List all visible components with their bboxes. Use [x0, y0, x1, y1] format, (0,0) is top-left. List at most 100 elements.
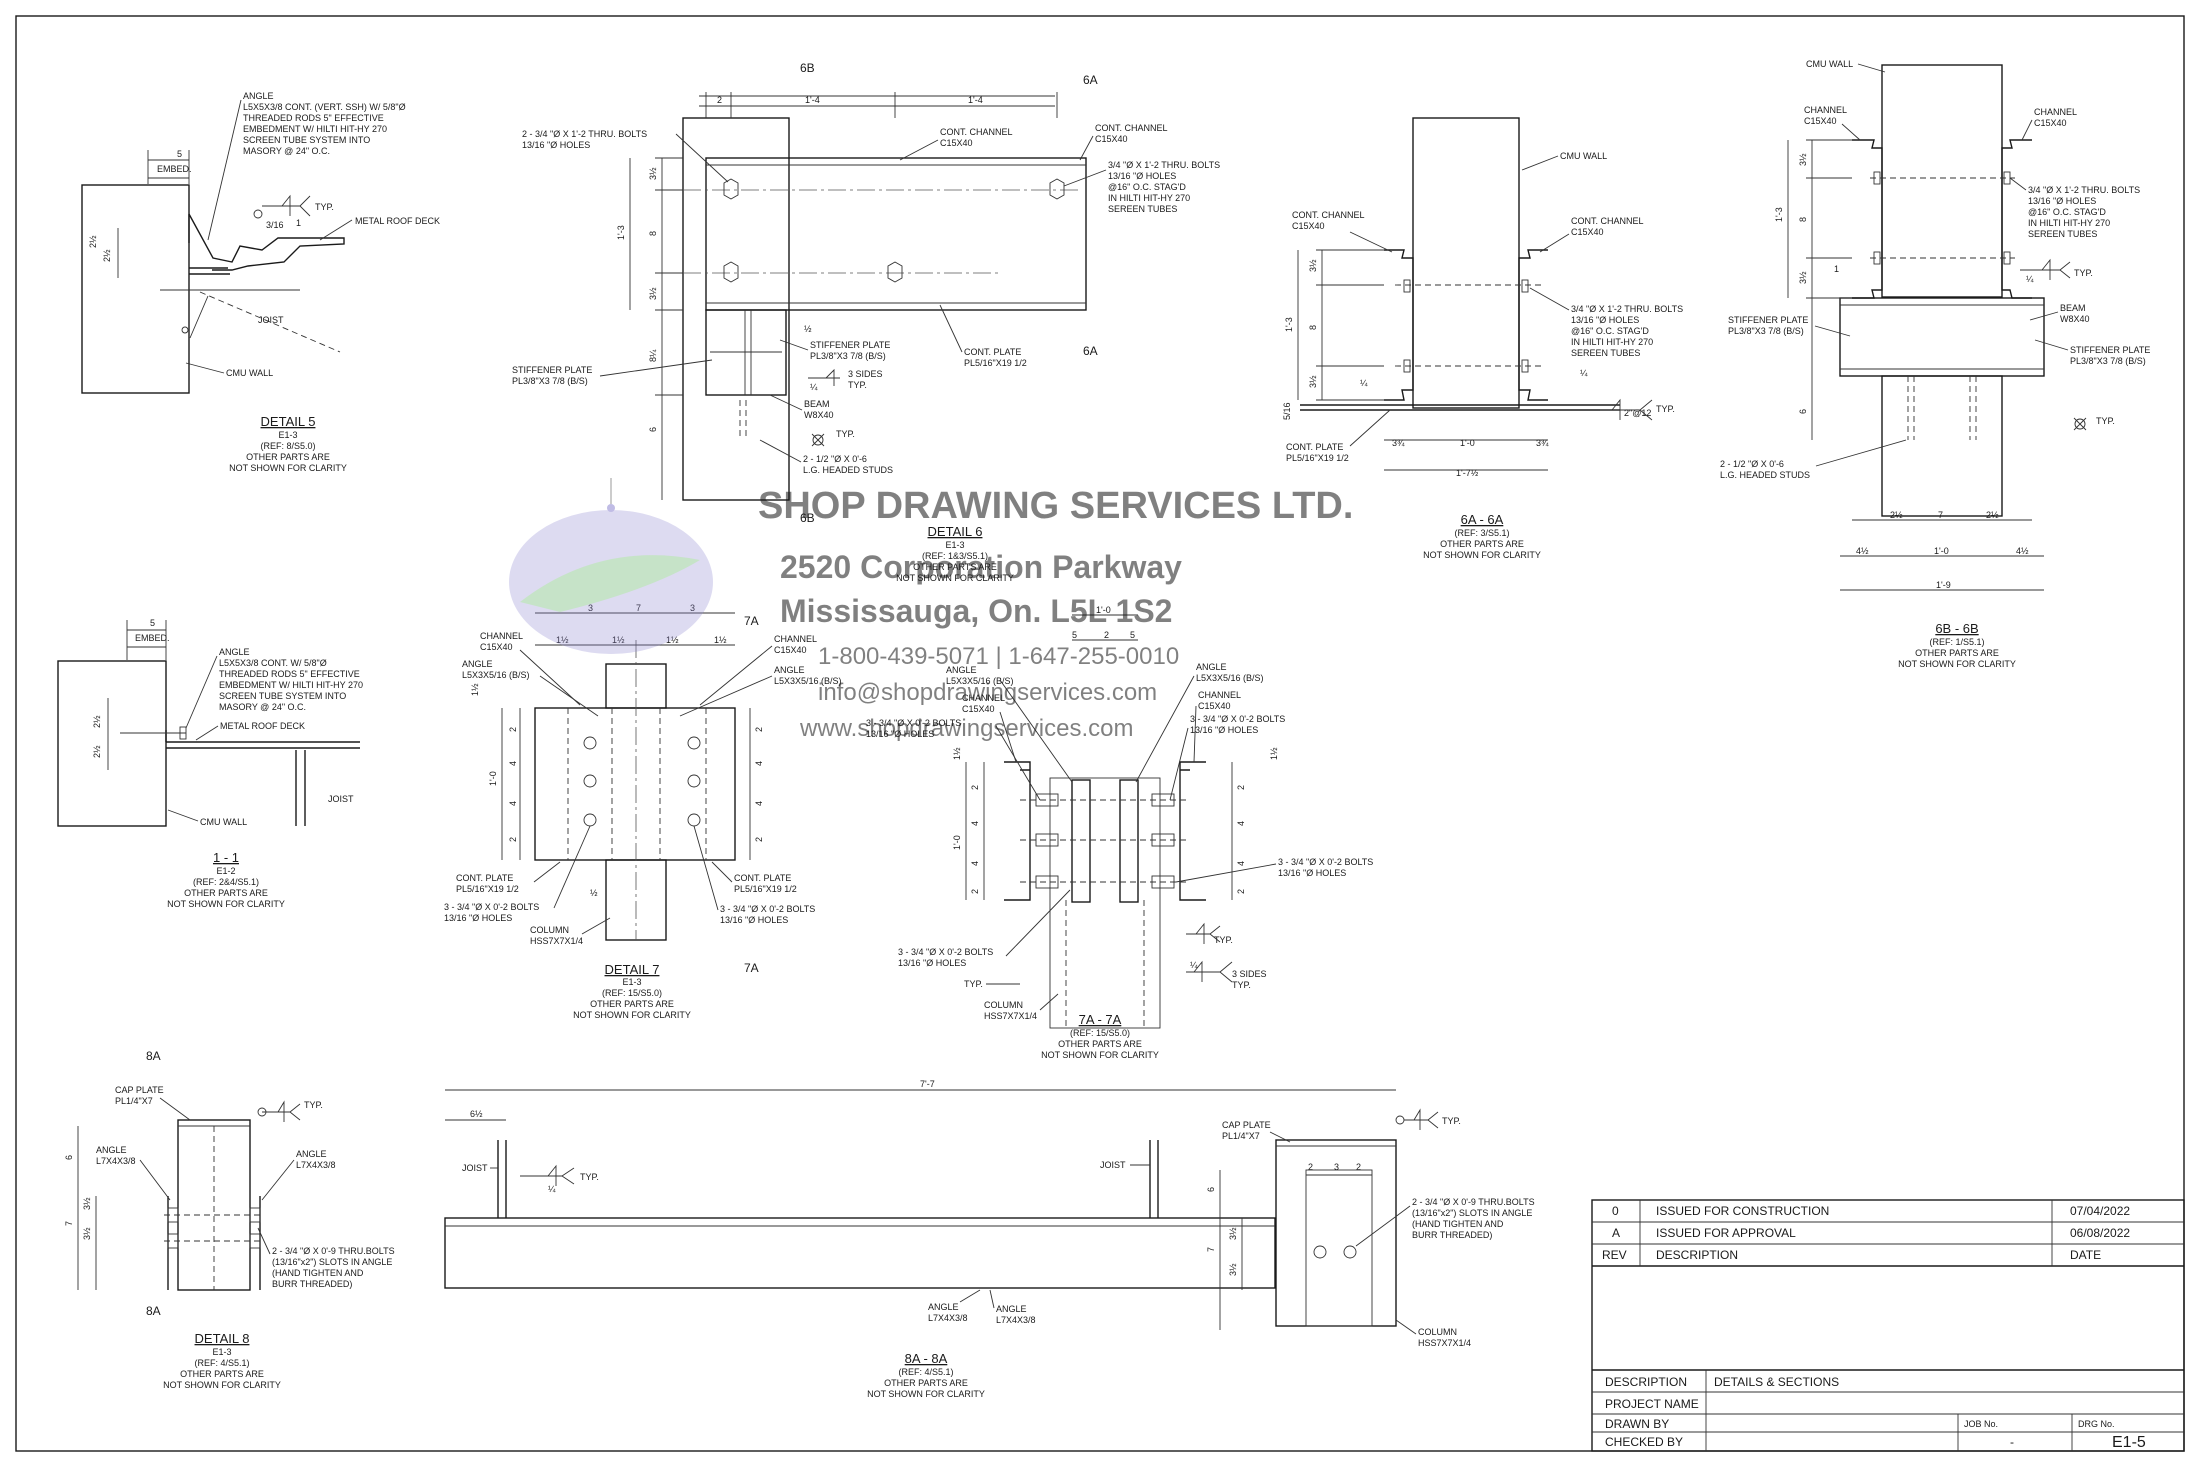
svg-text:TYP.: TYP.	[304, 1100, 323, 1110]
svg-text:ANGLE L7X4X3/8: ANGLE L7X4X3/8	[296, 1149, 336, 1170]
svg-text:3½: 3½	[648, 287, 658, 300]
svg-text:BEAM W8X40: BEAM W8X40	[2060, 303, 2090, 324]
svg-text:3 - 3/4 "Ø X 0'-2 BOLTS: 3 - 3/4 "Ø X 0'-2 BOLTS 13/16 "Ø HOLES	[898, 947, 996, 968]
svg-text:6½: 6½	[470, 1109, 483, 1119]
svg-text:1'-3: 1'-3	[616, 225, 626, 240]
label-cmu-wall: CMU WALL	[226, 368, 273, 378]
svg-text:8A: 8A	[146, 1049, 161, 1063]
rev-a-desc: ISSUED FOR APPROVAL	[1656, 1226, 1796, 1240]
svg-text:OTHER PARTS ARE: OTHER PARTS ARE	[180, 1369, 264, 1379]
svg-text:1½: 1½	[470, 683, 480, 696]
svg-text:CMU WALL: CMU WALL	[1560, 151, 1607, 161]
svg-text:CHANNEL C15X40: CHANNEL C15X40	[774, 634, 819, 655]
svg-text:E1-2: E1-2	[216, 866, 235, 876]
svg-text:5/16: 5/16	[1282, 402, 1292, 420]
svg-text:1½: 1½	[556, 635, 569, 645]
svg-text:1'-3: 1'-3	[1284, 317, 1294, 332]
section-7a-title: 7A - 7A	[1079, 1012, 1122, 1027]
svg-text:(REF: 15/S5.0): (REF: 15/S5.0)	[602, 988, 662, 998]
title-block: 0 ISSUED FOR CONSTRUCTION 07/04/2022 A I…	[1591, 1199, 2185, 1452]
watermark-email: info@shopdrawingservices.com	[818, 679, 1157, 706]
svg-text:JOIST: JOIST	[328, 794, 354, 804]
svg-text:DATE: DATE	[2070, 1248, 2101, 1262]
svg-text:TYP.: TYP.	[836, 429, 855, 439]
svg-text:1'-7½: 1'-7½	[1456, 468, 1479, 478]
svg-text:2 - 1/2 "Ø X 0'-6 L.G. H: 2 - 1/2 "Ø X 0'-6 L.G. HEADED STUDS	[803, 454, 893, 475]
svg-text:¼: ¼	[2026, 274, 2034, 284]
svg-text:JOIST: JOIST	[1100, 1160, 1126, 1170]
svg-text:2: 2	[970, 785, 980, 790]
svg-text:3½: 3½	[1308, 259, 1318, 272]
svg-text:CHANNEL C15X40: CHANNEL C15X40	[1198, 690, 1243, 711]
svg-text:7: 7	[1938, 510, 1943, 520]
svg-text:TYP.: TYP.	[1656, 404, 1675, 414]
drawing-number: E1-5	[2112, 1434, 2146, 1451]
watermark-company: SHOP DRAWING SERVICES LTD.	[758, 485, 1353, 527]
svg-text:STIFFENER PLATE PL3/8"X3: STIFFENER PLATE PL3/8"X3 7/8 (B/S)	[810, 340, 893, 361]
svg-text:3 - 3/4 "Ø X 0'-2 BOLTS: 3 - 3/4 "Ø X 0'-2 BOLTS 13/16 "Ø HOLES	[866, 718, 964, 739]
svg-text:½: ½	[804, 324, 812, 334]
svg-text:TYP.: TYP.	[315, 202, 334, 212]
svg-text:STIFFENER PLATE PL3/8"X3: STIFFENER PLATE PL3/8"X3 7/8 (B/S)	[512, 365, 595, 386]
svg-text:2 - 3/4 "Ø X 0'-9 THRU.BOLTS: 2 - 3/4 "Ø X 0'-9 THRU.BOLTS (13/16"x2")…	[272, 1246, 397, 1289]
label-metal-roof-deck: METAL ROOF DECK	[355, 216, 440, 226]
svg-text:DESCRIPTION: DESCRIPTION	[1656, 1248, 1738, 1262]
svg-text:REV: REV	[1602, 1248, 1627, 1262]
dim-2-1-2b: 2½	[102, 249, 112, 262]
detail-7-title: DETAIL 7	[605, 962, 660, 977]
svg-text:OTHER PARTS ARE: OTHER PARTS ARE	[590, 999, 674, 1009]
svg-text:(REF: 1&3/S5.1): (REF: 1&3/S5.1)	[922, 551, 988, 561]
svg-text:(REF: 2&4/S5.1): (REF: 2&4/S5.1)	[193, 877, 259, 887]
dim-5: 5	[177, 149, 182, 159]
svg-text:¼: ¼	[1580, 368, 1588, 378]
svg-text:CONT. CHANNEL C15X40: CONT. CHANNEL C15X40	[1095, 123, 1170, 144]
svg-text:TYP.: TYP.	[2096, 416, 2115, 426]
svg-text:7: 7	[64, 1221, 74, 1226]
label-joist: JOIST	[258, 315, 284, 325]
svg-text:6: 6	[1206, 1187, 1216, 1192]
svg-text:1'-9: 1'-9	[1936, 580, 1951, 590]
svg-text:7: 7	[636, 603, 641, 613]
svg-text:DESCRIPTION: DESCRIPTION	[1605, 1375, 1687, 1389]
svg-text:¼: ¼	[1190, 960, 1198, 970]
svg-text:3: 3	[1334, 1162, 1339, 1172]
svg-text:3/16: 3/16	[266, 220, 284, 230]
svg-text:3½: 3½	[1798, 271, 1808, 284]
svg-text:1'-4: 1'-4	[805, 95, 820, 105]
svg-text:OTHER PARTS ARE: OTHER PARTS ARE	[884, 1378, 968, 1388]
svg-text:¼: ¼	[1360, 378, 1368, 388]
svg-text:3 SIDES TYP.: 3 SIDES TYP.	[848, 369, 885, 390]
section-7a-7a: 1'-0 5 2 5 1½ 1'-0 2 4 4 2 2 4 4 2 1½ AN…	[866, 605, 1376, 1060]
svg-text:(REF: 8/S5.0): (REF: 8/S5.0)	[260, 441, 315, 451]
svg-text:OTHER PARTS ARE: OTHER PARTS ARE	[246, 452, 330, 462]
svg-text:7A: 7A	[744, 961, 759, 975]
svg-text:2: 2	[754, 837, 764, 842]
svg-text:3 - 3/4 "Ø X 0'-2 BOLTS: 3 - 3/4 "Ø X 0'-2 BOLTS 13/16 "Ø HOLES	[1278, 857, 1376, 878]
svg-text:2: 2	[754, 727, 764, 732]
rev-0-desc: ISSUED FOR CONSTRUCTION	[1656, 1204, 1829, 1218]
svg-text:2: 2	[970, 889, 980, 894]
svg-text:TYP.: TYP.	[580, 1172, 599, 1182]
rev-0-date: 07/04/2022	[2070, 1204, 2130, 1218]
svg-text:NOT SHOWN FOR CLARITY: NOT SHOWN FOR CLARITY	[163, 1380, 281, 1390]
svg-text:TYP.: TYP.	[1214, 935, 1233, 945]
svg-text:NOT SHOWN FOR CLARITY: NOT SHOWN FOR CLARITY	[1423, 550, 1541, 560]
svg-text:6A: 6A	[1083, 344, 1098, 358]
svg-text:PROJECT NAME: PROJECT NAME	[1605, 1397, 1699, 1411]
svg-text:E1-3: E1-3	[622, 977, 641, 987]
svg-text:1½: 1½	[612, 635, 625, 645]
rev-0: 0	[1612, 1204, 1619, 1218]
svg-text:3/4 "Ø X 1'-2 THRU. BOLTS: 3/4 "Ø X 1'-2 THRU. BOLTS 13/16 "Ø HOLES…	[2028, 185, 2143, 239]
svg-text:TYP.: TYP.	[1442, 1116, 1461, 1126]
svg-text:NOT SHOWN FOR CLARITY: NOT SHOWN FOR CLARITY	[896, 573, 1014, 583]
svg-text:(REF: 1/S5.1): (REF: 1/S5.1)	[1929, 637, 1984, 647]
svg-text:COLUMN HSS7X7X1/4: COLUMN HSS7X7X1/4	[984, 1000, 1037, 1021]
svg-text:2½: 2½	[92, 745, 102, 758]
svg-text:3½: 3½	[1228, 1227, 1238, 1240]
svg-text:STIFFENER PLATE PL3/8"X3: STIFFENER PLATE PL3/8"X3 7/8 (B/S)	[1728, 315, 1811, 336]
svg-text:CAP PLATE PL1/4"X7: CAP PLATE PL1/4"X7	[115, 1085, 166, 1106]
svg-text:(REF: 3/S5.1): (REF: 3/S5.1)	[1454, 528, 1509, 538]
detail-5: 5 EMBED. 2½ 2½ ANGLE L5X5X3/8 CONT. (VER…	[81, 91, 440, 473]
section-8a-8a: 7'-7 6½ 2 3 2 6 7 3½ 3½ JOIST JOIST ¼ TY…	[444, 1079, 1535, 1399]
svg-text:NOT SHOWN FOR CLARITY: NOT SHOWN FOR CLARITY	[229, 463, 347, 473]
